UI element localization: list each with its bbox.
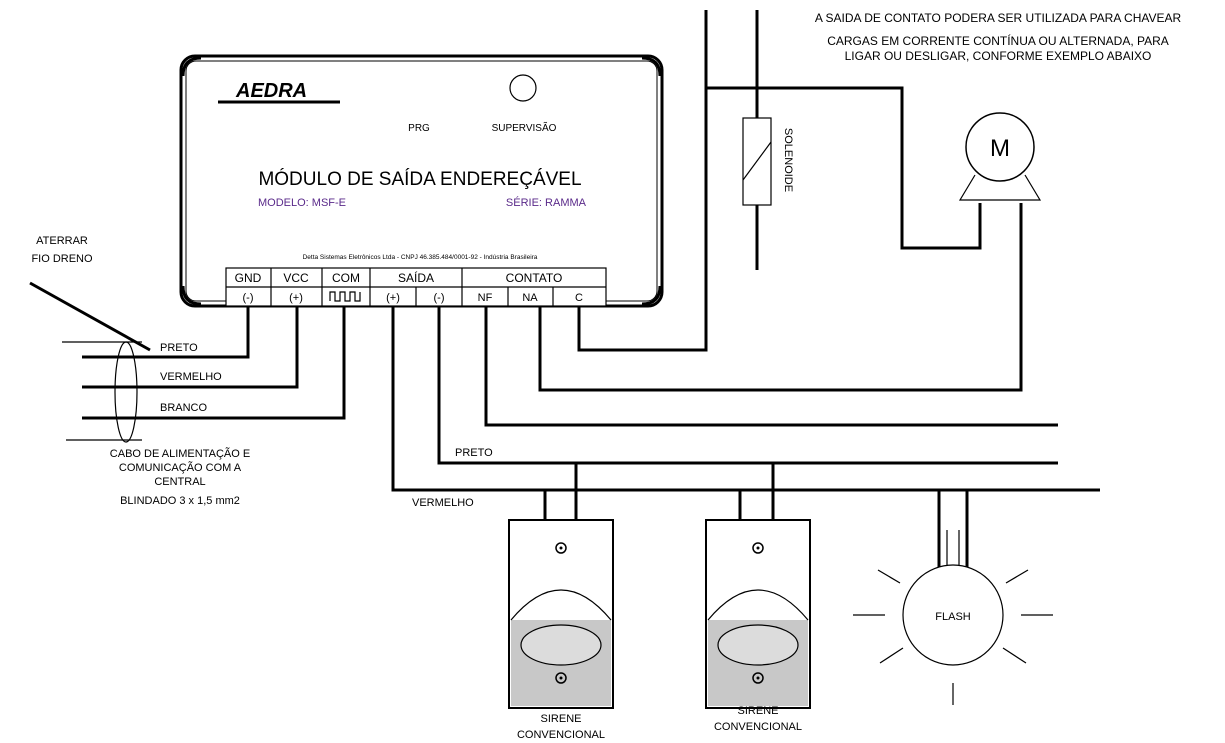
siren-1-label-b: CONVENCIONAL	[517, 729, 605, 741]
note-line-1: A SAIDA DE CONTATO PODERA SER UTILIZADA …	[815, 11, 1182, 25]
terminal-contato-label: CONTATO	[506, 271, 563, 285]
model-label: MODELO: MSF-E	[258, 197, 346, 209]
terminal-saida-minus: (-)	[434, 292, 445, 304]
drain-wire	[29, 281, 151, 352]
wire-vermelho	[82, 306, 299, 389]
branco-label: BRANCO	[160, 402, 208, 414]
output-vermelho-label: VERMELHO	[412, 497, 474, 509]
cabo-label-4: BLINDADO 3 x 1,5 mm2	[120, 495, 240, 507]
terminal-vcc-polarity: (+)	[289, 292, 303, 304]
terminal-nf-label: NF	[478, 292, 493, 304]
power-cable: ATERRAR FIO DRENO PRETO VERMELHO BRANCO …	[29, 235, 346, 507]
contact-wiring	[484, 10, 1058, 427]
fio-dreno-label: FIO DRENO	[31, 253, 93, 265]
com-signal-icon	[329, 291, 361, 302]
brand-name: AEDRA	[235, 80, 307, 102]
note-line-3: LIGAR OU DESLIGAR, CONFORME EXEMPLO ABAI…	[845, 49, 1152, 63]
wire-saida-minus	[437, 306, 1058, 465]
motor-icon	[965, 112, 1035, 182]
motor: M	[958, 112, 1042, 201]
wire-preto	[82, 306, 250, 359]
wire-na	[538, 203, 1023, 392]
cable-shield-icon	[114, 341, 138, 443]
siren-2-label-b: CONVENCIONAL	[714, 721, 802, 733]
terminal-strip: GND VCC COM SAÍDA CONTATO (-) (+) (+) (-…	[225, 267, 607, 307]
cabo-label-1: CABO DE ALIMENTAÇÃO E	[110, 447, 250, 460]
solenoid-label: SOLENOIDE	[782, 128, 794, 192]
wire-branco	[82, 306, 346, 420]
wire-nf	[484, 306, 1058, 427]
terminal-gnd-label: GND	[235, 271, 262, 285]
note-line-2: CARGAS EM CORRENTE CONTÍNUA OU ALTERNADA…	[827, 33, 1169, 48]
preto-label: PRETO	[160, 342, 198, 354]
siren-1-label-a: SIRENE	[541, 713, 582, 725]
vermelho-label: VERMELHO	[160, 371, 222, 383]
prg-label: PRG	[408, 123, 430, 134]
motor-label: M	[990, 135, 1010, 162]
flash-light: FLASH	[853, 490, 1053, 705]
cabo-label-2: COMUNICAÇÃO COM A	[119, 461, 242, 474]
terminal-gnd-polarity: (-)	[243, 292, 254, 304]
module-title: MÓDULO DE SAÍDA ENDEREÇÁVEL	[258, 168, 581, 190]
terminal-saida-label: SAÍDA	[398, 270, 434, 285]
contact-output-note: A SAIDA DE CONTATO PODERA SER UTILIZADA …	[815, 11, 1182, 63]
terminal-na-label: NA	[522, 292, 538, 304]
siren-1: SIRENE CONVENCIONAL	[508, 463, 614, 741]
siren-2-label-a: SIRENE	[738, 705, 779, 717]
wire-saida-plus	[391, 306, 1100, 492]
terminal-vcc-label: VCC	[283, 271, 309, 285]
supervisao-label: SUPERVISÃO	[492, 121, 557, 134]
terminal-saida-plus: (+)	[386, 292, 400, 304]
output-preto-label: PRETO	[455, 447, 493, 459]
terminal-c-label: C	[575, 292, 583, 304]
flash-label: FLASH	[935, 611, 971, 623]
supervision-led-icon	[509, 74, 537, 102]
manufacturer-footer: Detta Sistemas Eletrônicos Ltda - CNPJ 4…	[303, 254, 538, 261]
terminal-com-label: COM	[332, 271, 360, 285]
siren-2: SIRENE CONVENCIONAL	[705, 463, 811, 733]
brand-logo: AEDRA	[218, 80, 340, 104]
aterrar-label: ATERRAR	[36, 235, 88, 247]
wire-c	[577, 10, 708, 352]
module-box: AEDRA PRG SUPERVISÃO MÓDULO DE SAÍDA END…	[179, 54, 664, 308]
output-wiring: PRETO VERMELHO	[391, 306, 1100, 509]
flash-icon	[902, 564, 1004, 666]
solenoid: SOLENOIDE	[742, 117, 794, 206]
cabo-label-3: CENTRAL	[154, 476, 205, 488]
series-label: SÉRIE: RAMMA	[506, 196, 587, 209]
